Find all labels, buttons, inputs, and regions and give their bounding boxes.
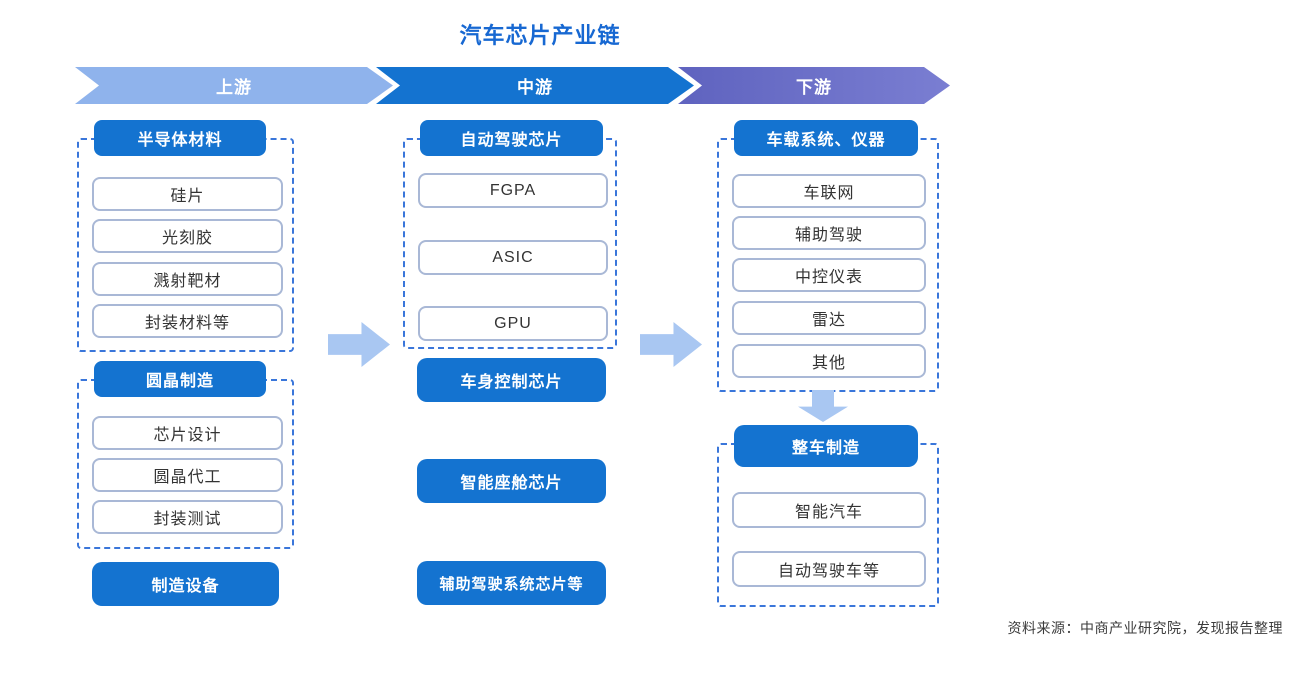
header-vehicle-systems-instruments: 车载系统、仪器 bbox=[734, 120, 918, 156]
item-gpu: GPU bbox=[418, 306, 608, 341]
item-silicon-wafer: 硅片 bbox=[92, 177, 283, 211]
item-others: 其他 bbox=[732, 344, 926, 378]
item-sputtering-target: 溅射靶材 bbox=[92, 262, 283, 296]
item-assisted-driving: 辅助驾驶 bbox=[732, 216, 926, 250]
diagram-title: 汽车芯片产业链 bbox=[459, 23, 621, 48]
item-packaging-testing: 封装测试 bbox=[92, 500, 283, 534]
item-wafer-foundry: 圆晶代工 bbox=[92, 458, 283, 492]
item-autonomous-car: 自动驾驶车等 bbox=[732, 551, 926, 587]
item-photoresist: 光刻胶 bbox=[92, 219, 283, 253]
banner-upstream: 上游 bbox=[75, 67, 393, 104]
item-asic: ASIC bbox=[418, 240, 608, 275]
header-wafer-manufacturing: 圆晶制造 bbox=[94, 361, 266, 397]
banner-midstream: 中游 bbox=[376, 67, 694, 104]
item-telematics: 车联网 bbox=[732, 174, 926, 208]
item-chip-design: 芯片设计 bbox=[92, 416, 283, 450]
box-smart-cockpit-chip: 智能座舱芯片 bbox=[417, 459, 606, 503]
header-vehicle-manufacturing: 整车制造 bbox=[734, 425, 918, 467]
box-manufacturing-equipment: 制造设备 bbox=[92, 562, 279, 606]
item-packaging-materials: 封装材料等 bbox=[92, 304, 283, 338]
item-fgpa: FGPA bbox=[418, 173, 608, 208]
banner-downstream: 下游 bbox=[678, 67, 950, 104]
box-adas-chip: 辅助驾驶系统芯片等 bbox=[417, 561, 606, 605]
arrow-right-icon bbox=[640, 322, 702, 367]
arrow-down-icon bbox=[798, 390, 848, 422]
header-autonomous-driving-chips: 自动驾驶芯片 bbox=[420, 120, 603, 156]
header-semiconductor-materials: 半导体材料 bbox=[94, 120, 266, 156]
source-note: 资料来源：中商产业研究院，发现报告整理 bbox=[1007, 620, 1283, 636]
item-center-console-instrument: 中控仪表 bbox=[732, 258, 926, 292]
box-body-control-chip: 车身控制芯片 bbox=[417, 358, 606, 402]
arrow-right-icon bbox=[328, 322, 390, 367]
item-smart-car: 智能汽车 bbox=[732, 492, 926, 528]
item-radar: 雷达 bbox=[732, 301, 926, 335]
